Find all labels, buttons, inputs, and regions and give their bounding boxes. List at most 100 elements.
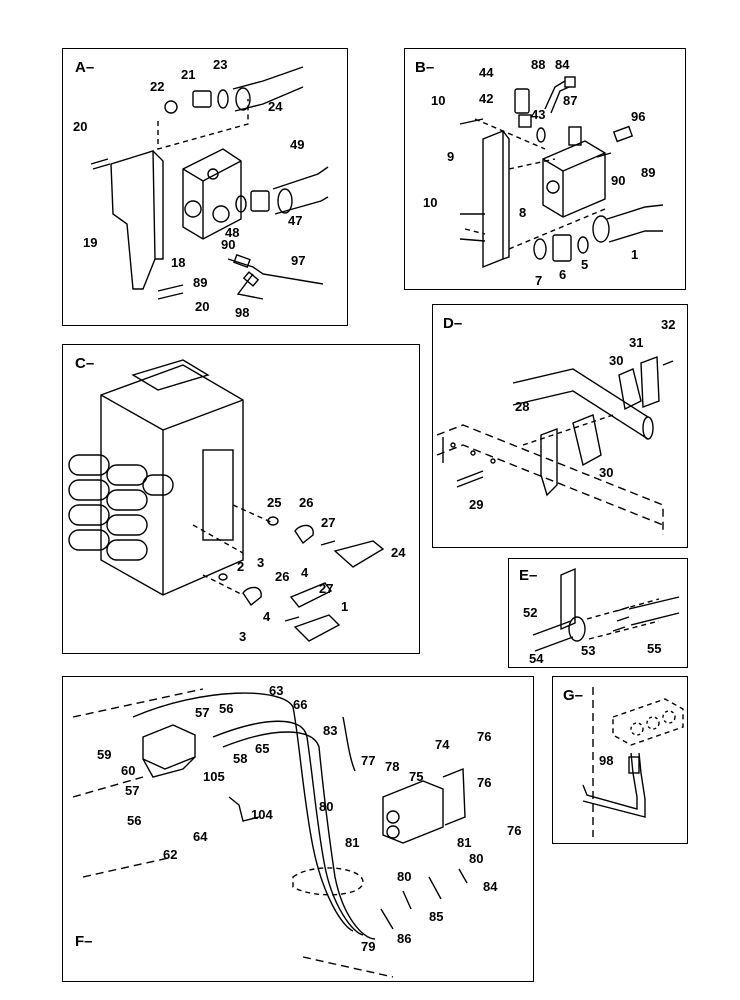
callout: 77 [361, 753, 375, 768]
bracket-19 [110, 150, 156, 290]
callout: 57 [195, 705, 209, 720]
callout: 28 [515, 399, 529, 414]
panel-g-title: G– [563, 687, 584, 704]
callout: 98 [235, 305, 249, 320]
callout: 84 [555, 57, 570, 72]
callout: 105 [203, 769, 225, 784]
callout: 23 [213, 57, 227, 72]
panel-c-drawing: 25 26 27 24 2 3 26 4 27 3 4 1 [68, 359, 406, 644]
callout: 31 [629, 335, 643, 350]
callout: 54 [529, 651, 544, 666]
callout: 76 [477, 729, 491, 744]
callout: 88 [531, 57, 545, 72]
callout: 56 [219, 701, 233, 716]
panel-f-title: F– [75, 933, 93, 950]
callout: 80 [397, 869, 411, 884]
callout: 22 [150, 79, 164, 94]
callout: 44 [479, 65, 494, 80]
callout: 90 [611, 173, 625, 188]
callout: 27 [321, 515, 335, 530]
callout: 60 [121, 763, 135, 778]
callout: 27 [319, 581, 333, 596]
callout: 62 [163, 847, 177, 862]
callout: 48 [225, 225, 239, 240]
callout: 64 [193, 829, 208, 844]
callout: 29 [469, 497, 483, 512]
callout: 4 [263, 609, 271, 624]
callout: 89 [641, 165, 655, 180]
callout: 63 [269, 683, 283, 698]
callout: 2 [237, 559, 244, 574]
callout: 76 [477, 775, 491, 790]
callout: 3 [239, 629, 246, 644]
callout: 96 [631, 109, 645, 124]
callout: 3 [257, 555, 264, 570]
callout: 18 [171, 255, 185, 270]
callout: 74 [435, 737, 450, 752]
callout: 78 [385, 759, 399, 774]
callout: 57 [125, 783, 139, 798]
callout: 32 [661, 317, 675, 332]
panel-a-title: A– [75, 59, 95, 76]
callout: 89 [193, 275, 207, 290]
callout: 24 [268, 99, 283, 114]
panel-b: B– [404, 48, 686, 290]
callout: 79 [361, 939, 375, 954]
callout: 26 [275, 569, 289, 584]
callout: 104 [251, 807, 273, 822]
callout: 52 [523, 605, 537, 620]
panel-e-drawing: 52 55 54 53 [523, 567, 680, 666]
callout: 97 [291, 253, 305, 268]
callout: 25 [267, 495, 281, 510]
panel-g: G– 98 [552, 676, 688, 844]
callout: 42 [479, 91, 493, 106]
panel-e-title: E– [519, 567, 538, 584]
callout: 47 [288, 213, 302, 228]
callout: 80 [319, 799, 333, 814]
panel-a: A– [62, 48, 348, 326]
panel-e: E– 52 55 54 53 [508, 558, 688, 668]
panel-g-drawing: 98 [582, 687, 684, 837]
panel-c-title: C– [75, 355, 95, 372]
pilot-valve-60 [142, 724, 196, 770]
valve-body-18 [182, 148, 242, 240]
callout: 30 [599, 465, 613, 480]
callout: 55 [647, 641, 661, 656]
callout: 56 [127, 813, 141, 828]
callout: 81 [345, 835, 359, 850]
callout: 85 [429, 909, 443, 924]
callout: 20 [73, 119, 87, 134]
plate-31 [640, 356, 660, 408]
callout: 76 [507, 823, 521, 838]
callout: 21 [181, 67, 195, 82]
panel-f-drawing: 63 57 56 66 59 60 58 65 83 74 76 77 78 7… [72, 683, 521, 978]
callout: 90 [221, 237, 235, 252]
control-valve-housing [100, 364, 244, 596]
callout: 4 [301, 565, 309, 580]
panel-c: C– [62, 344, 420, 654]
callout: 43 [531, 107, 545, 122]
bracket-28 [540, 427, 558, 497]
callout: 59 [97, 747, 111, 762]
panel-b-title: B– [415, 59, 435, 76]
callout: 81 [457, 835, 471, 850]
callout: 30 [609, 353, 623, 368]
callout: 65 [255, 741, 269, 756]
callout: 10 [431, 93, 445, 108]
callout: 1 [341, 599, 348, 614]
callout: 53 [581, 643, 595, 658]
solenoid-valve-75 [382, 780, 444, 844]
callout: 24 [391, 545, 406, 560]
callout: 84 [483, 879, 498, 894]
callout: 66 [293, 697, 307, 712]
callout: 19 [83, 235, 97, 250]
panel-d: D– 32 31 30 28 30 [432, 304, 688, 548]
callout: 58 [233, 751, 247, 766]
panel-a-drawing: 22 21 23 24 20 49 47 48 19 18 90 89 97 9… [73, 57, 329, 320]
callout: 26 [299, 495, 313, 510]
panel-d-drawing: 32 31 30 28 30 29 [436, 317, 675, 535]
callout: 6 [559, 267, 566, 282]
panel-b-drawing: 44 88 84 87 10 42 43 96 9 89 90 8 10 7 6… [423, 57, 664, 288]
callout: 20 [195, 299, 209, 314]
callout: 10 [423, 195, 437, 210]
